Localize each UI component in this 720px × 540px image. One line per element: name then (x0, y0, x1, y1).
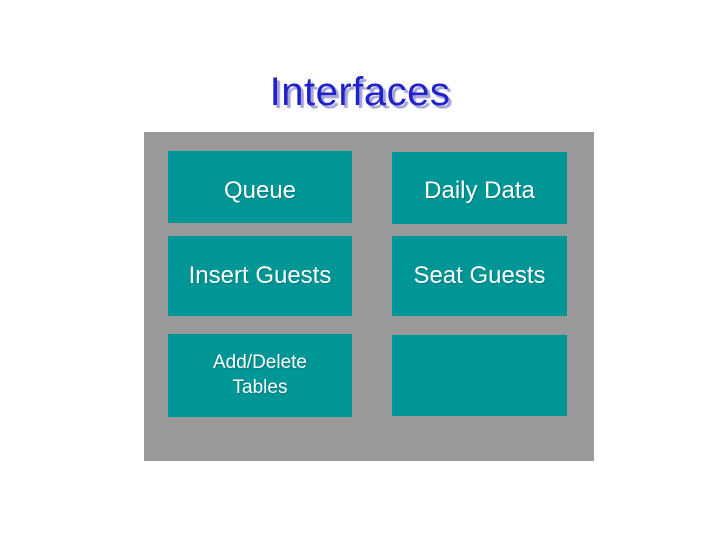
add-delete-tables-button[interactable]: Add/Delete Tables (168, 334, 352, 417)
seat-guests-button[interactable]: Seat Guests (392, 236, 567, 316)
add-delete-tables-button-line1: Add/Delete (212, 351, 307, 373)
insert-guests-button[interactable]: Insert Guests (168, 236, 352, 316)
insert-guests-button-label: Insert Guests (188, 261, 332, 289)
seat-guests-button-label: Seat Guests (413, 261, 546, 289)
queue-button[interactable]: Queue (168, 151, 352, 223)
empty-button[interactable] (392, 335, 567, 416)
daily-data-button[interactable]: Daily Data (392, 152, 567, 224)
add-delete-tables-button-line2: Tables (232, 376, 288, 398)
queue-button-label: Queue (223, 176, 297, 204)
interface-panel: Queue Daily Data Insert Guests Seat Gues… (144, 132, 594, 461)
daily-data-button-label: Daily Data (424, 176, 535, 204)
page-title: Interfaces (269, 70, 451, 114)
